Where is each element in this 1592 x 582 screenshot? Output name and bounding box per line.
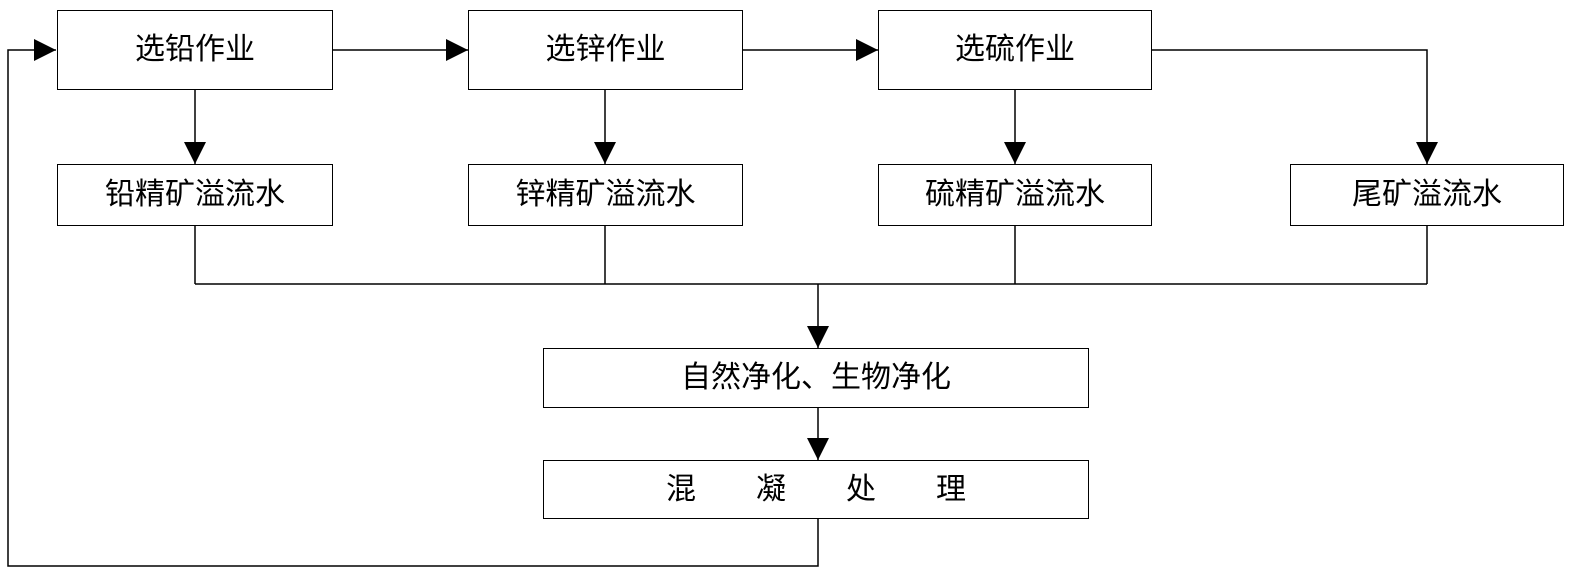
arrow-sulfur-to-tailings — [1152, 49, 1438, 164]
sulfur-concentrate-overflow-label: 硫精矿溢流水 — [925, 177, 1105, 212]
tailings-overflow-label: 尾矿溢流水 — [1352, 177, 1502, 212]
purification-label: 自然净化、生物净化 — [681, 360, 951, 395]
zinc-concentrate-overflow-label: 锌精矿溢流水 — [515, 177, 696, 212]
coagulation-label: 混凝处理 — [666, 471, 1026, 507]
lead-flotation-box: 选铅作业 — [57, 10, 333, 90]
recycle-loop-arrow — [7, 39, 819, 567]
lead-flotation-label: 选铅作业 — [135, 32, 255, 67]
zinc-flotation-label: 选锌作业 — [545, 32, 666, 67]
purification-box: 自然净化、生物净化 — [543, 348, 1089, 408]
tailings-overflow-box: 尾矿溢流水 — [1290, 164, 1564, 226]
zinc-concentrate-overflow-box: 锌精矿溢流水 — [468, 164, 743, 226]
sulfur-concentrate-overflow-box: 硫精矿溢流水 — [878, 164, 1152, 226]
coagulation-box: 混凝处理 — [543, 460, 1089, 519]
sulfur-flotation-label: 选硫作业 — [955, 32, 1075, 67]
lead-concentrate-overflow-box: 铅精矿溢流水 — [57, 164, 333, 226]
lead-concentrate-overflow-label: 铅精矿溢流水 — [105, 177, 285, 212]
sulfur-flotation-box: 选硫作业 — [878, 10, 1152, 90]
zinc-flotation-box: 选锌作业 — [468, 10, 743, 90]
